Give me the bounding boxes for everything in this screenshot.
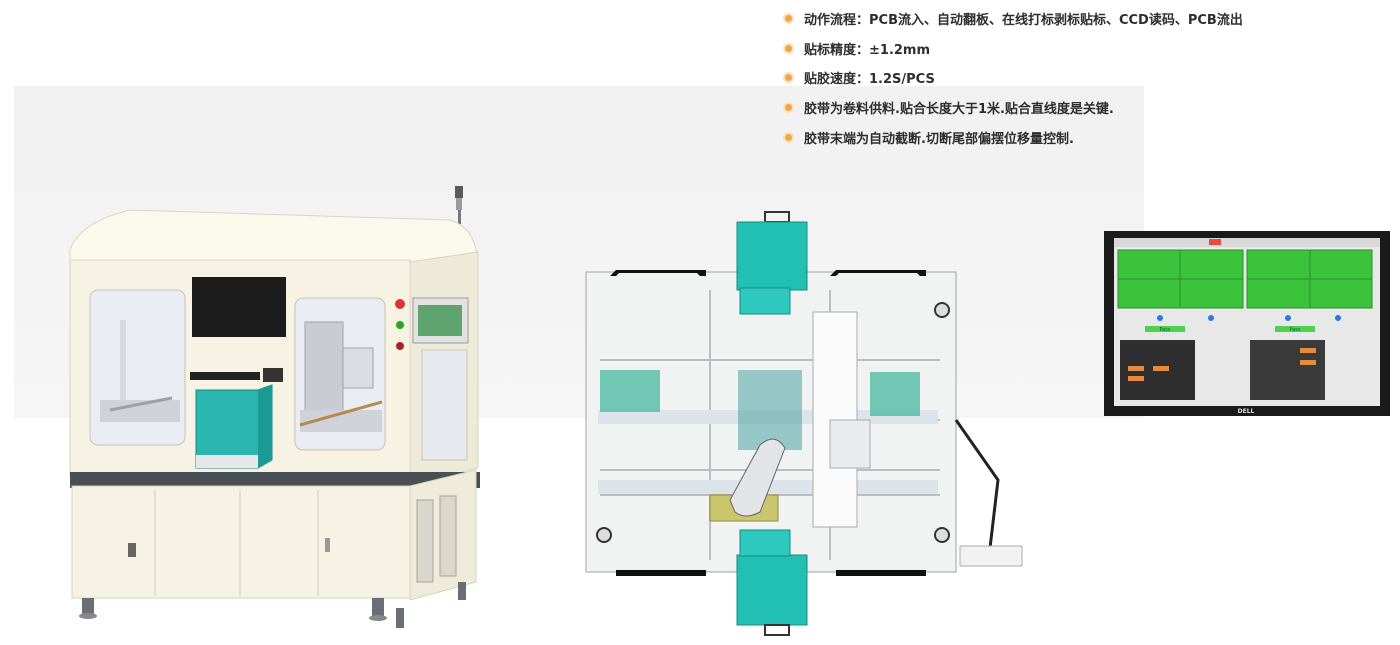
bullet-dot-icon: [785, 104, 792, 112]
machine-3d-view: [69, 186, 480, 628]
monitor-brand-logo: DELL: [1238, 408, 1255, 415]
bullet-dot-icon: [785, 44, 792, 52]
machine-top-view: [585, 211, 1023, 636]
bullet-dot-icon: [785, 133, 792, 141]
spec-item: 胶带为卷料供料.贴合长度大于1米.贴合直线度是关键.: [780, 93, 1243, 123]
spec-item: 胶带末端为自动截断.切断尾部偏摆位移量控制.: [780, 122, 1243, 152]
bullet-dot-icon: [785, 15, 792, 23]
spec-item: 动作流程：PCB流入、自动翻板、在线打标剥标贴标、CCD读码、PCB流出: [780, 4, 1243, 34]
spec-item-label: 贴胶速度：1.2S/PCS: [804, 72, 935, 88]
bullet-dot-icon: [785, 74, 792, 82]
spec-item-label: 胶带为卷料供料.贴合长度大于1米.贴合直线度是关键.: [804, 102, 1114, 118]
emergency-stop-icon: [395, 299, 405, 309]
pass-label-right: Pass: [1289, 327, 1300, 333]
spec-item-label: 胶带末端为自动截断.切断尾部偏摆位移量控制.: [804, 131, 1074, 147]
spec-item-label: 贴标精度：±1.2mm: [804, 42, 931, 58]
spec-item: 贴标精度：±1.2mm: [780, 34, 1243, 64]
spec-item: 贴胶速度：1.2S/PCS: [780, 63, 1243, 93]
spec-list: 动作流程：PCB流入、自动翻板、在线打标剥标贴标、CCD读码、PCB流出 贴标精…: [780, 4, 1243, 152]
spec-item-label: 动作流程：PCB流入、自动翻板、在线打标剥标贴标、CCD读码、PCB流出: [804, 13, 1243, 29]
pass-label-left: Pass: [1159, 327, 1170, 333]
